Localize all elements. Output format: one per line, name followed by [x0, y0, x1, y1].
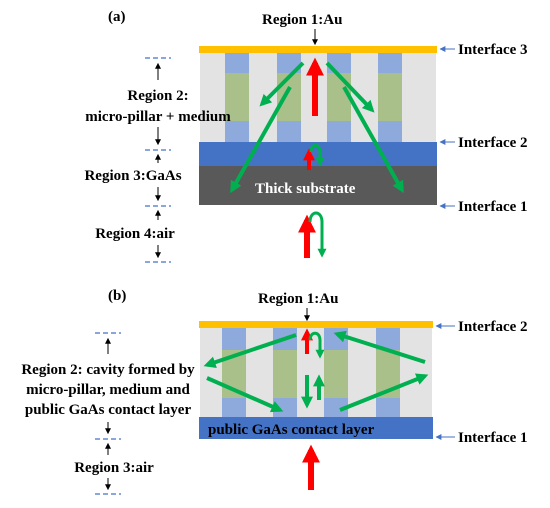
panel-b-region3-label: Region 3:air: [74, 460, 154, 476]
panel-a-interface1-label: Interface 1: [458, 199, 528, 215]
panel-a-substrate-label: Thick substrate: [255, 181, 356, 197]
panel-b-region-markers: [95, 332, 121, 495]
panel-a-region-markers: [145, 57, 171, 263]
panel-a-reflection-interface2: [303, 143, 325, 170]
panel-a-interface2-label: Interface 2: [458, 135, 528, 151]
panel-a-region1-label: Region 1:Au: [262, 12, 342, 28]
panel-b: (b) Region 1:Au public GaAs contact laye…: [21, 288, 528, 495]
panel-a-reflection-interface1: [298, 211, 327, 258]
panel-b-region2-label-line2: micro-pillar, medium and: [26, 382, 190, 398]
panel-a-region3-label: Region 3:GaAs: [84, 168, 181, 184]
panel-b-region1-label: Region 1:Au: [258, 291, 338, 307]
panel-a-green-rays: [230, 61, 404, 194]
panel-a-au-layer: [199, 46, 437, 53]
panel-b-contact-layer: [199, 417, 433, 439]
panel-a: (a) Region 1:Au Thick substrate Interfac…: [84, 9, 528, 263]
panel-b-region2-label-line1: Region 2: cavity formed by: [21, 362, 195, 378]
panel-b-pillars: [222, 327, 400, 417]
panel-b-label: (b): [108, 288, 126, 304]
panel-b-green-rays: [203, 330, 429, 413]
panel-b-reflection-interface2: [301, 328, 325, 359]
panel-a-label: (a): [108, 9, 126, 25]
panel-a-interface3-label: Interface 3: [458, 42, 528, 58]
panel-b-interface1-label: Interface 1: [458, 430, 528, 446]
panel-b-au-layer: [199, 321, 433, 328]
panel-a-region4-label: Region 4:air: [95, 226, 175, 242]
panel-b-contact-layer-label: public GaAs contact layer: [208, 422, 375, 438]
panel-a-pillars: [225, 52, 402, 142]
panel-b-region2-label-line3: public GaAs contact layer: [25, 402, 192, 418]
panel-b-interface2-label: Interface 2: [458, 319, 528, 335]
panel-a-region2-sublabel: micro-pillar + medium: [85, 109, 231, 125]
panel-a-region2-label: Region 2:: [127, 88, 188, 104]
